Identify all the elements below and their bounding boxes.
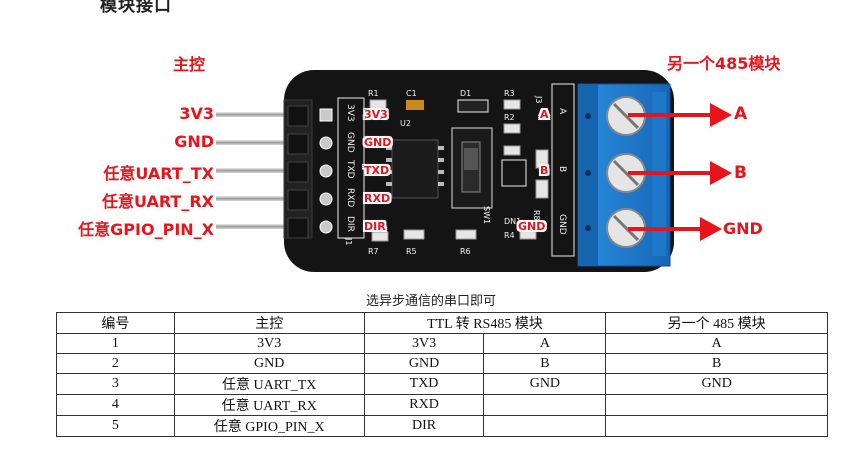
- silk-term-a: A: [557, 108, 567, 115]
- table-cell: 任意 UART_RX: [173, 394, 365, 416]
- table-cell: GND: [483, 373, 607, 395]
- silk-r8: R8: [532, 210, 541, 221]
- d1-diode: [457, 99, 489, 113]
- right-pin-label-gnd: GND: [723, 219, 763, 238]
- arrows: [628, 103, 732, 241]
- left-pin-label-1: 3V3: [179, 104, 214, 123]
- silk-r4: R4: [504, 231, 515, 240]
- table-cell: B: [483, 353, 607, 374]
- silk-r2: R2: [504, 113, 515, 122]
- overlay-pin-3: TXD: [364, 164, 390, 177]
- silk-header-3: TXD: [345, 159, 355, 179]
- table-cell: B: [605, 353, 828, 374]
- silk-c1: C1: [406, 89, 417, 98]
- table-cell: GND: [605, 373, 828, 395]
- table-cell: 任意 GPIO_PIN_X: [173, 415, 365, 437]
- table-row: 1 3V3 3V3 A A: [56, 333, 828, 354]
- table-row: 5 任意 GPIO_PIN_X DIR: [56, 415, 828, 437]
- table-header-cell: 主控: [173, 312, 365, 334]
- silk-r3: R3: [504, 89, 515, 98]
- table-row: 4 任意 UART_RX RXD: [56, 394, 828, 416]
- table-header-cell: 另一个 485 模块: [605, 312, 828, 334]
- silk-dn1: DN1: [504, 217, 521, 226]
- table-cell: 3V3: [363, 333, 485, 354]
- table-cell: 3V3: [173, 333, 365, 354]
- table-cell: 5: [56, 415, 175, 437]
- overlay-side-b: B: [540, 164, 549, 177]
- silk-j1: J1: [344, 237, 353, 245]
- silk-header-1: 3V3: [345, 104, 355, 122]
- table-cell: [605, 394, 828, 416]
- partial-heading: 模块接口: [100, 0, 172, 16]
- silk-header-4: RXD: [345, 188, 355, 207]
- table-cell: 任意 UART_TX: [173, 373, 365, 395]
- overlay-pin-2: GND: [364, 136, 392, 149]
- c1-cap: [406, 100, 424, 110]
- caption: 选异步通信的串口即可: [365, 294, 496, 309]
- table-header-cell: 编号: [56, 312, 175, 334]
- table-cell: 3: [56, 373, 175, 395]
- right-pin-label-b: B: [734, 163, 747, 183]
- silk-term-gnd: GND: [557, 214, 567, 235]
- left-pin-label-2: GND: [174, 132, 214, 151]
- table-cell: [605, 415, 828, 437]
- u2-chip: [391, 139, 439, 199]
- overlay-pin-4: RXD: [364, 192, 391, 205]
- table-cell: DIR: [363, 415, 485, 437]
- table-cell: A: [605, 333, 828, 354]
- table-cell: A: [483, 333, 607, 354]
- overlay-side-a: A: [540, 108, 549, 121]
- table-header-cell: TTL 转 RS485 模块: [363, 312, 607, 334]
- table-cell: RXD: [363, 394, 485, 416]
- table-row: 3 任意 UART_TX TXD GND GND: [56, 373, 828, 395]
- left-pin-label-3: 任意UART_TX: [103, 164, 214, 183]
- table-cell: 2: [56, 353, 175, 374]
- silk-j3: J3: [534, 95, 543, 103]
- pin-mapping-table: 编号 主控 TTL 转 RS485 模块 另一个 485 模块 1 3V3 3V…: [56, 312, 828, 437]
- silk-sw1: SW1: [482, 206, 491, 224]
- silk-r5: R5: [406, 247, 417, 256]
- other-module-label: 另一个485模块: [667, 54, 781, 73]
- overlay-pin-5: DIR: [364, 220, 386, 233]
- overlay-pin-1: 3V3: [364, 108, 388, 121]
- table-cell: [483, 415, 607, 437]
- header-pins: [216, 112, 288, 229]
- module-photo: R1 C1 D1 R3 U2 R2 R7 R5 R6 DN1 R4 J3 SW1…: [216, 70, 732, 272]
- table-cell: 4: [56, 394, 175, 416]
- right-pin-label-a: A: [734, 104, 748, 124]
- overlay-side-gnd: GND: [518, 220, 546, 233]
- silk-header-5: DIR: [345, 216, 355, 232]
- table-header-row: 编号 主控 TTL 转 RS485 模块 另一个 485 模块: [56, 312, 828, 334]
- table-cell: [483, 394, 607, 416]
- silk-d1: D1: [460, 89, 471, 98]
- silk-r6: R6: [460, 247, 471, 256]
- table-cell: 1: [56, 333, 175, 354]
- silk-term-b: B: [557, 166, 567, 172]
- table-cell: TXD: [363, 373, 485, 395]
- table-row: 2 GND GND B B: [56, 353, 828, 374]
- left-pin-label-5: 任意GPIO_PIN_X: [78, 220, 214, 239]
- silk-r1: R1: [368, 89, 379, 98]
- left-pin-label-4: 任意UART_RX: [101, 192, 214, 211]
- main-controller-label: 主控: [173, 55, 206, 74]
- silk-r7: R7: [368, 247, 379, 256]
- table-cell: GND: [173, 353, 365, 374]
- silk-u2: U2: [400, 119, 411, 128]
- silk-header-2: GND: [345, 132, 355, 153]
- table-cell: GND: [363, 353, 485, 374]
